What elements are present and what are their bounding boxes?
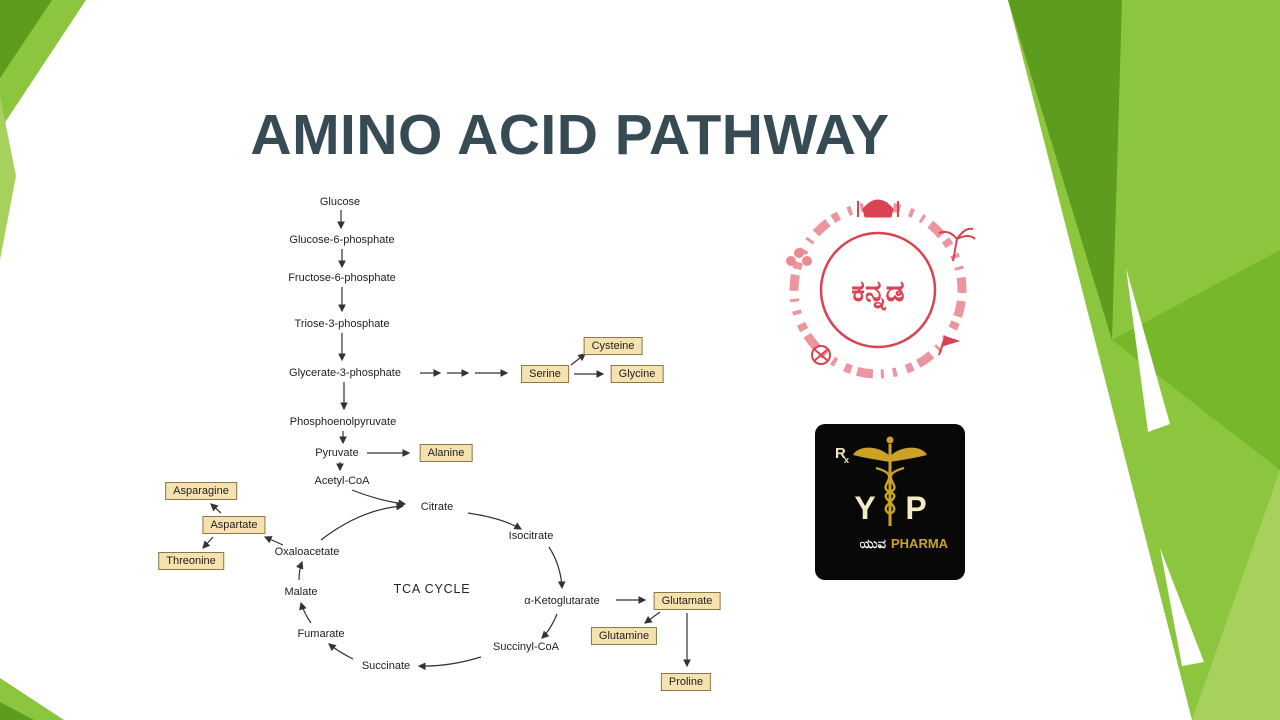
amino-box-serine: Serine: [521, 365, 569, 383]
pharma-letter-p: P: [905, 490, 926, 526]
rx-symbol-sub: x: [844, 455, 849, 465]
right-facet-panel: [1008, 0, 1280, 720]
amino-box-threonine: Threonine: [158, 552, 224, 570]
metabolite-pyruvate: Pyruvate: [315, 447, 359, 459]
amino-box-proline: Proline: [660, 673, 712, 691]
tca-oxaloacetate: Oxaloacetate: [274, 546, 340, 558]
wheel-icon: [811, 345, 831, 365]
amino-box-aspartate: Aspartate: [202, 516, 266, 534]
palm-tree-icon: [938, 227, 976, 262]
tca-cycle-label: TCA CYCLE: [393, 582, 471, 596]
tca-fumarate: Fumarate: [297, 628, 345, 640]
kannada-badge: ಕನ್ನಡ: [786, 199, 976, 379]
pharma-letter-y: Y: [854, 490, 875, 526]
kannada-text: ಕನ್ನಡ: [851, 275, 904, 311]
left-edge-sliver: [0, 96, 16, 260]
caduceus-icon: [853, 436, 927, 526]
amino-box-glycine: Glycine: [610, 365, 664, 383]
pharma-caption-kannada: ಯುವ: [860, 536, 887, 551]
lotus-icon: [786, 248, 812, 266]
metabolite-acetyl-coa: Acetyl-CoA: [314, 475, 370, 487]
pharma-logo: R x Y P ಯುವ PHARMA: [815, 424, 965, 580]
page-title: AMINO ACID PATHWAY: [250, 103, 890, 167]
badge-inner-circle: [819, 231, 937, 349]
amino-branch-arrows: [202, 353, 691, 668]
metabolite-triose-3-phosphate: Triose-3-phosphate: [294, 318, 390, 330]
metabolite-fructose-6-phosphate: Fructose-6-phosphate: [288, 272, 396, 284]
pharma-caption-latin: PHARMA: [891, 536, 949, 551]
amino-box-glutamine: Glutamine: [590, 627, 658, 645]
tca-cycle-arcs: [296, 489, 566, 671]
tca-citrate: Citrate: [420, 501, 454, 513]
amino-box-alanine: Alanine: [419, 444, 473, 462]
metabolite-glycerate-3-phosphate: Glycerate-3-phosphate: [289, 367, 401, 379]
tca-malate: Malate: [284, 586, 318, 598]
top-left-triangles: [0, 0, 86, 130]
bottom-left-triangles: [0, 678, 64, 720]
tca-succinyl-coa: Succinyl-CoA: [492, 641, 560, 653]
rx-symbol: R: [835, 445, 846, 462]
tca-isocitrate: Isocitrate: [508, 530, 554, 542]
metabolite-glucose-6-phosphate: Glucose-6-phosphate: [289, 234, 395, 246]
tca-alpha-ketoglutarate: α-Ketoglutarate: [524, 595, 600, 607]
tca-succinate: Succinate: [361, 660, 411, 672]
metabolite-glucose: Glucose: [319, 196, 361, 208]
temple-flag-icon: [938, 335, 961, 356]
amino-box-glutamate: Glutamate: [653, 592, 721, 610]
amino-box-asparagine: Asparagine: [165, 482, 237, 500]
glycolysis-arrows: [336, 210, 348, 472]
taj-mahal-icon: [857, 199, 899, 218]
amino-box-cysteine: Cysteine: [583, 337, 643, 355]
metabolite-phosphoenolpyruvate: Phosphoenolpyruvate: [289, 416, 397, 428]
pharma-logo-art: R x Y P ಯುವ PHARMA: [835, 436, 949, 551]
